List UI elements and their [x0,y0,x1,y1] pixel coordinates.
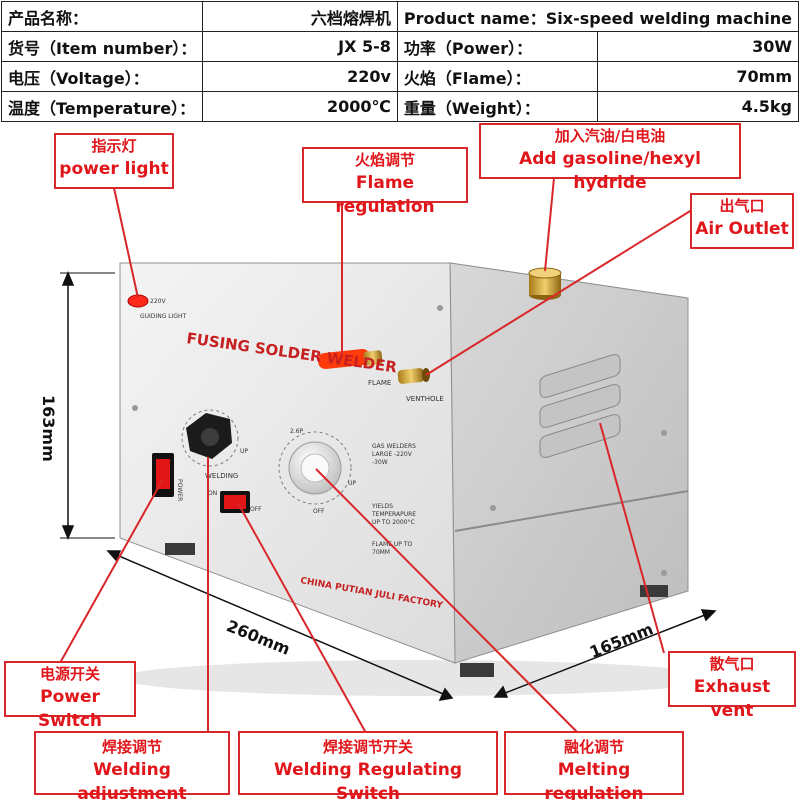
spec-table: 产品名称： 六档熔焊机 Product name：Six-speed weldi… [0,1,800,122]
product-illustration: GUIDING LIGHT 220V FUSING SOLDER WELDER … [0,123,800,800]
callout-welding-switch: 焊接调节开关 Welding Regulating Switch [238,731,498,800]
dial-up-label: UP [348,480,356,487]
foot [640,585,668,597]
screw [437,305,443,311]
screw [490,505,496,511]
callout-power-light: 指示灯 power light [54,133,174,189]
screw [132,405,138,411]
spec-key: 温度（Temperature）： [0,91,204,122]
callout-add-gasoline: 加入汽油/白电油 Add gasoline/hexyl hydride [479,123,741,193]
spec-key: 重量（Weight）： [396,91,598,122]
callout-en: Power Switch [37,687,103,731]
callout-zh: 指示灯 [91,137,137,155]
flame-label: FLAME [368,379,391,387]
callout-en: Welding adjustment [77,760,187,800]
panel-220v-label: 220V [150,298,166,305]
spec-key: Product name：Six-speed welding machine [396,1,800,32]
spec-value: JX 5-8 [202,31,398,62]
height-dimension-label: 163mm [39,395,58,462]
callout-en: Add gasoline/hexyl hydride [519,149,701,193]
callout-en: Melting regulation [544,760,644,800]
welding-switch-rocker [224,495,246,509]
up-label: UP [240,448,248,455]
fuel-cap-icon [528,267,562,300]
on-label: ON [208,490,217,497]
machine-drawing: GUIDING LIGHT 220V FUSING SOLDER WELDER … [59,177,720,734]
dimension-lines [60,271,717,701]
callout-zh: 融化调节 [563,738,624,756]
power-label: POWER [176,479,183,501]
callout-zh: 出气口 [719,197,765,215]
callout-en: Welding Regulating Switch [273,760,463,800]
callout-air-outlet: 出气口 Air Outlet [690,193,794,249]
callout-zh: 加入汽油/白电油 [554,127,666,145]
flame-nozzle-icon [317,349,383,369]
spec-key: 电压（Voltage）： [0,61,204,92]
panel-spec-line: -30W [372,459,388,466]
box-side [449,262,689,664]
spec-key: 火焰（Flame）： [396,61,598,92]
panel-spec-line: GAS WELDERS [372,443,416,450]
spec-value: 4.5kg [596,91,800,122]
screw [661,570,667,576]
callout-welding-adjustment: 焊接调节 Welding adjustment [34,731,230,800]
panel-spec-line: TEMPERAPURE [371,511,416,518]
side-seam [454,490,689,532]
panel-spec-line: LARGE -220V [372,451,413,458]
leader-lines [59,177,696,734]
callout-zh: 散气口 [709,655,755,673]
spec-value: 30W [596,31,800,62]
guiding-light-label: GUIDING LIGHT [140,313,187,320]
spec-row: 产品名称： 六档熔焊机 Product name：Six-speed weldi… [0,1,800,32]
spec-key: 货号（Item number）： [0,31,204,62]
callout-en: Flame regulation [335,173,435,217]
callout-zh: 焊接调节开关 [322,738,413,756]
foot [460,663,494,677]
spec-row: 货号（Item number）： JX 5-8 功率（Power）： 30W [0,31,800,62]
panel-spec-line: UP TO 2000°C [372,519,415,526]
spec-value: 70mm [596,61,800,92]
floor-shadow [120,660,720,696]
dial-label: 2.6P [290,428,304,435]
foot [165,543,195,555]
callout-zh: 焊接调节 [101,738,162,756]
venthole-label: VENTHOLE [406,395,444,403]
callout-zh: 电源开关 [39,665,100,683]
spec-key: 功率（Power）： [396,31,598,62]
callout-en: power light [59,159,169,179]
callout-en: Exhaust vent [693,677,771,721]
spec-value: 六档熔焊机 [202,1,398,32]
callout-melting-regulation: 融化调节 Melting regulation [504,731,684,800]
callout-zh: 火焰调节 [354,151,415,169]
welding-label: WELDING [205,472,238,480]
spec-value: 2000℃ [202,91,398,122]
spec-row: 电压（Voltage）： 220v 火焰（Flame）： 70mm [0,61,800,92]
panel-spec-line: 70MM [372,549,390,556]
off-label: OFF [250,506,262,513]
callout-power-switch: 电源开关 Power Switch [4,661,136,731]
panel-spec-line: YIELDS [371,503,393,510]
spec-row: 温度（Temperature）： 2000℃ 重量（Weight）： 4.5kg [0,91,800,122]
callout-exhaust-vent: 散气口 Exhaust vent [668,651,796,721]
spec-value: 220v [202,61,398,92]
callout-flame-regulation: 火焰调节 Flame regulation [302,147,468,217]
welding-knob-icon [181,409,239,467]
power-switch-rocker [156,459,170,489]
spec-key: 产品名称： [0,1,204,32]
screw [661,430,667,436]
callout-en: Air Outlet [695,219,789,239]
dial-off-label: OFF [313,508,325,515]
